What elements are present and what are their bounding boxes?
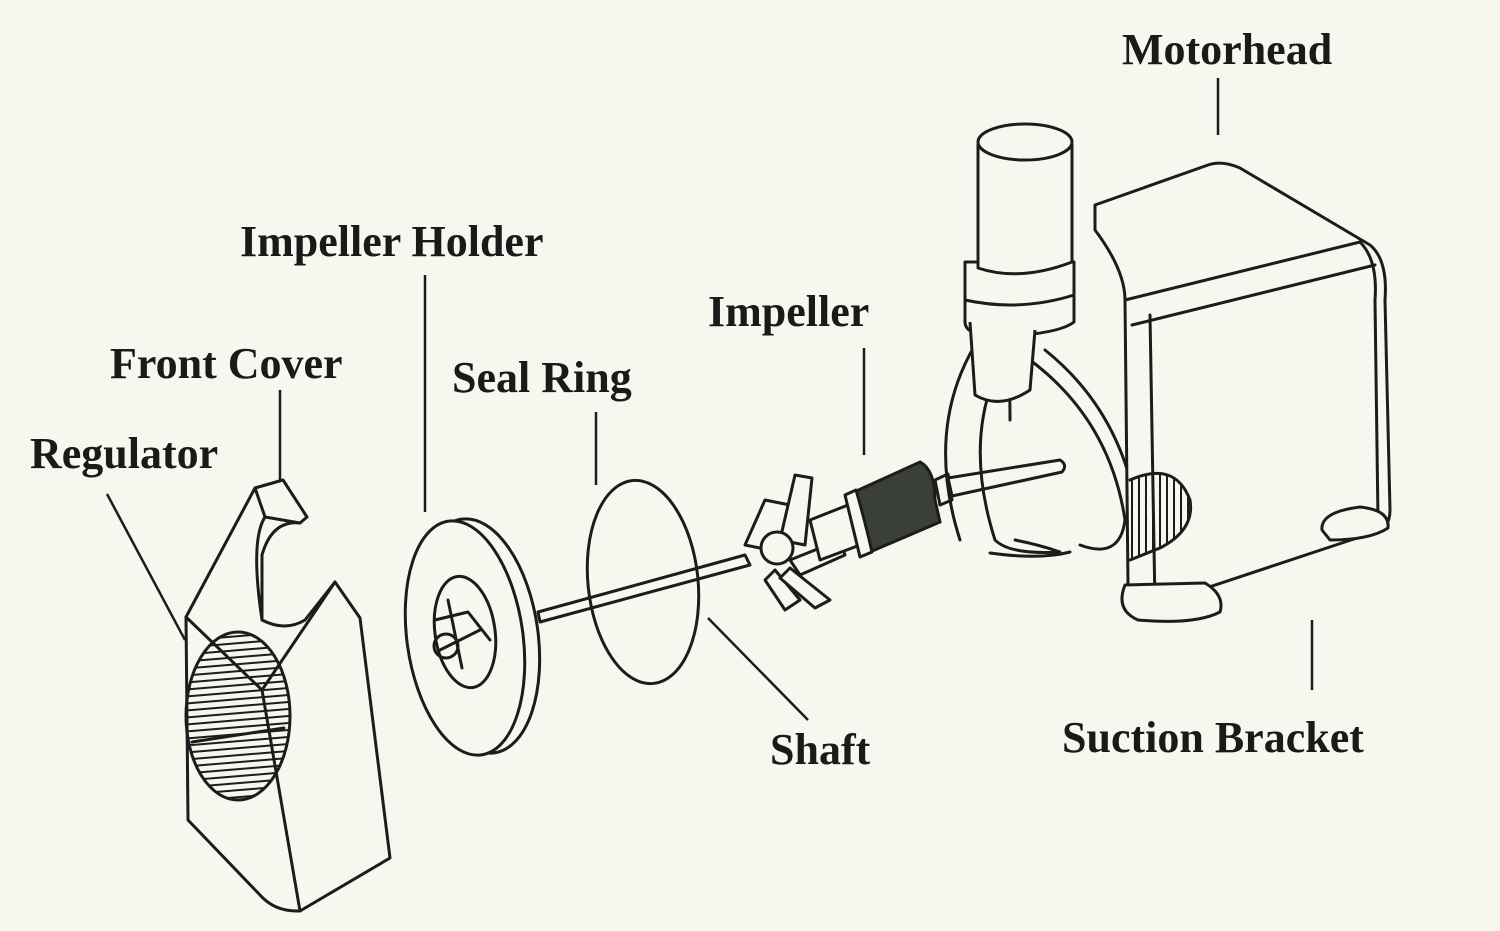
leader-shaft (707, 617, 809, 721)
grille-line (186, 693, 290, 705)
impeller-holder-part (403, 517, 542, 757)
grille-line (186, 749, 290, 761)
label-impeller: Impeller (708, 287, 870, 336)
label-shaft: Shaft (770, 725, 871, 774)
outlet-tube-part (963, 122, 1076, 403)
grille-line (186, 714, 290, 726)
grille-line (186, 721, 290, 733)
label-impeller-holder: Impeller Holder (240, 217, 544, 266)
grille-line (186, 679, 290, 691)
label-regulator: Regulator (30, 429, 219, 478)
leader-regulator (105, 493, 187, 641)
regulator-dial (184, 630, 292, 802)
grille-line (186, 756, 290, 768)
seal-ring-part (585, 478, 701, 686)
grille-line (186, 700, 290, 712)
label-suction-bracket: Suction Bracket (1062, 713, 1364, 762)
label-seal-ring: Seal Ring (452, 353, 632, 402)
grille-line (186, 686, 290, 698)
motorhead-part (1093, 161, 1392, 623)
label-front-cover: Front Cover (110, 339, 343, 388)
grille-line (186, 707, 290, 719)
grille-line (186, 735, 290, 747)
front-cover-part (184, 478, 392, 913)
impeller-part (743, 458, 1067, 612)
shaft-rod (536, 553, 752, 624)
leader-lines (105, 78, 1314, 721)
grille-line (186, 742, 290, 754)
label-motorhead: Motorhead (1122, 25, 1333, 74)
grille-line (186, 672, 290, 684)
